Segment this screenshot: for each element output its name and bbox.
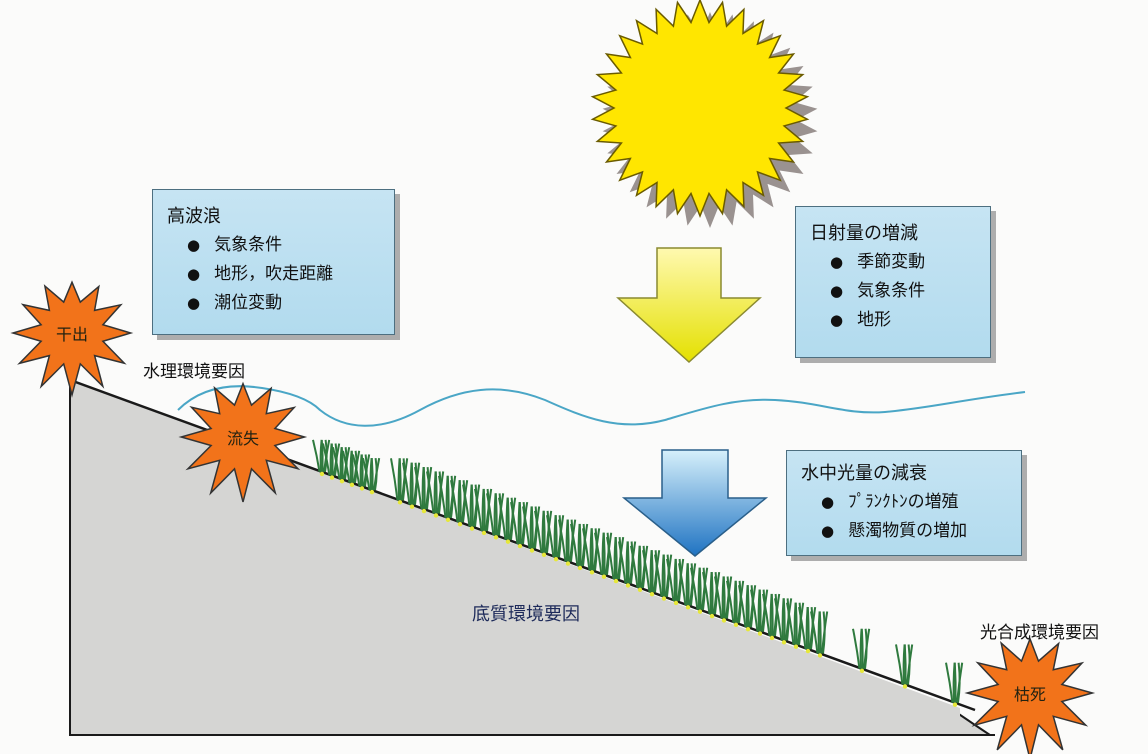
underwater-light-box: 水中光量の減衰 ﾌﾟﾗﾝｸﾄﾝの増殖 懸濁物質の増加 <box>786 450 1022 556</box>
underwater-light-title: 水中光量の減衰 <box>801 463 927 484</box>
photosynthesis-factors-label: 光合成環境要因 <box>980 623 1099 643</box>
wave-factors-list: 気象条件 地形，吹走距離 潮位変動 <box>167 231 394 318</box>
water-surface <box>177 385 1026 427</box>
underwater-light-list: ﾌﾟﾗﾝｸﾄﾝの増殖 懸濁物質の増加 <box>801 488 1021 546</box>
washout-burst-icon <box>178 381 308 503</box>
solar-factors-box: 日射量の増減 季節変動 気象条件 地形 <box>795 206 991 358</box>
dieoff-label: 枯死 <box>1013 685 1047 704</box>
exposure-burst-icon <box>10 280 134 398</box>
list-item: 気象条件 <box>187 231 394 260</box>
list-item: 地形，吹走距離 <box>187 260 394 289</box>
list-item: ﾌﾟﾗﾝｸﾄﾝの増殖 <box>821 488 1021 517</box>
list-item: 季節変動 <box>830 248 990 277</box>
dieoff-burst-icon <box>964 636 1096 754</box>
wave-factors-box: 高波浪 気象条件 地形，吹走距離 潮位変動 <box>152 189 395 335</box>
wave-factors-title: 高波浪 <box>167 206 221 227</box>
underwater-light-arrow-icon <box>621 449 769 557</box>
washout-label: 流失 <box>226 429 260 448</box>
solar-factors-list: 季節変動 気象条件 地形 <box>810 248 990 335</box>
solar-arrow-icon <box>616 247 762 364</box>
hydro-factors-label: 水理環境要因 <box>143 362 245 382</box>
substrate-factors-label: 底質環境要因 <box>472 604 580 625</box>
exposure-label: 干出 <box>55 325 89 344</box>
seagrass-bed <box>312 439 964 707</box>
sun-icon <box>590 0 818 228</box>
solar-factors-title: 日射量の増減 <box>810 223 918 244</box>
list-item: 潮位変動 <box>187 289 394 318</box>
list-item: 地形 <box>830 306 990 335</box>
list-item: 気象条件 <box>830 277 990 306</box>
list-item: 懸濁物質の増加 <box>821 517 1021 546</box>
